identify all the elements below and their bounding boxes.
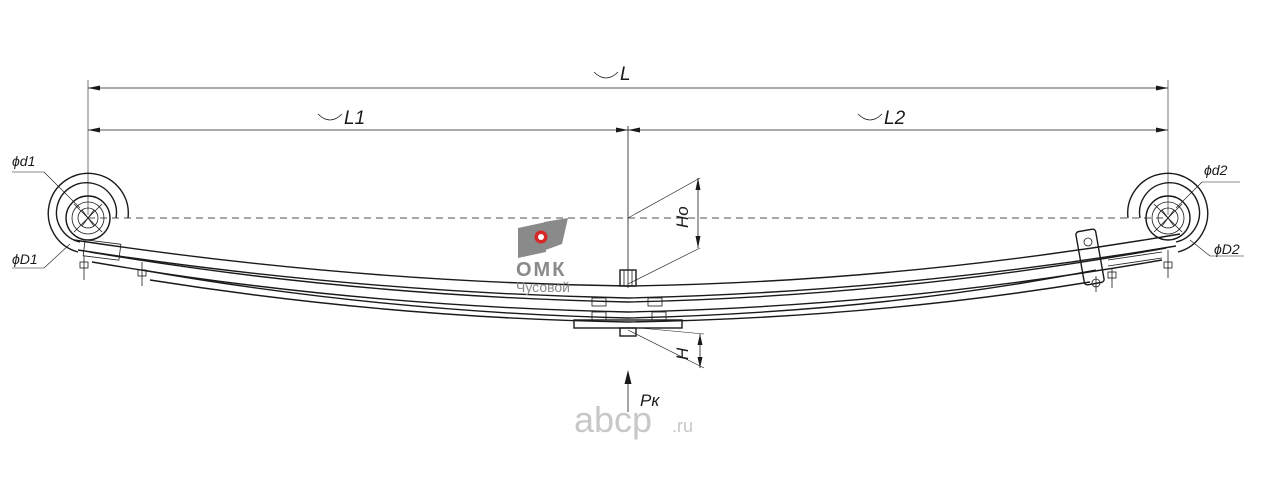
short-leaf [141,269,1097,319]
site-name: abcp [574,399,652,440]
site-tld: .ru [672,416,693,436]
center-clamp [573,269,683,337]
label-l1: L1 [344,108,365,129]
label-l2: L2 [884,108,906,129]
arc-symbol-l1 [317,113,343,121]
label-d1-outer: ϕD1 [12,251,38,267]
abcp-watermark: abcp .ru [574,399,693,440]
label-pk: Pк [640,391,660,410]
main-leaf [73,233,1181,287]
brand-name: ОМК [516,259,566,281]
arc-symbol-l [593,71,619,79]
label-ho: Ho [673,206,692,228]
label-d2-outer: ϕD2 [1214,241,1240,257]
right-eye: ϕd2 ϕD2 [1075,162,1244,292]
left-eye: ϕd1 ϕD1 [12,153,147,286]
dimension-h: H [627,327,705,369]
label-d2-inner: ϕd2 [1204,162,1228,178]
second-leaf [89,247,1167,303]
brand-sub: Чусовой [516,279,570,295]
spring-leaves [73,233,1181,323]
label-d1-inner: ϕd1 [12,153,35,169]
omk-logo: ОМК Чусовой [516,218,570,295]
arc-symbol-l2 [857,113,883,121]
load-arrow: Pк [624,370,660,412]
dimension-l: L [87,64,1169,215]
label-h: H [673,347,692,360]
label-l: L [620,64,631,85]
dimension-ho: Ho [627,177,701,285]
